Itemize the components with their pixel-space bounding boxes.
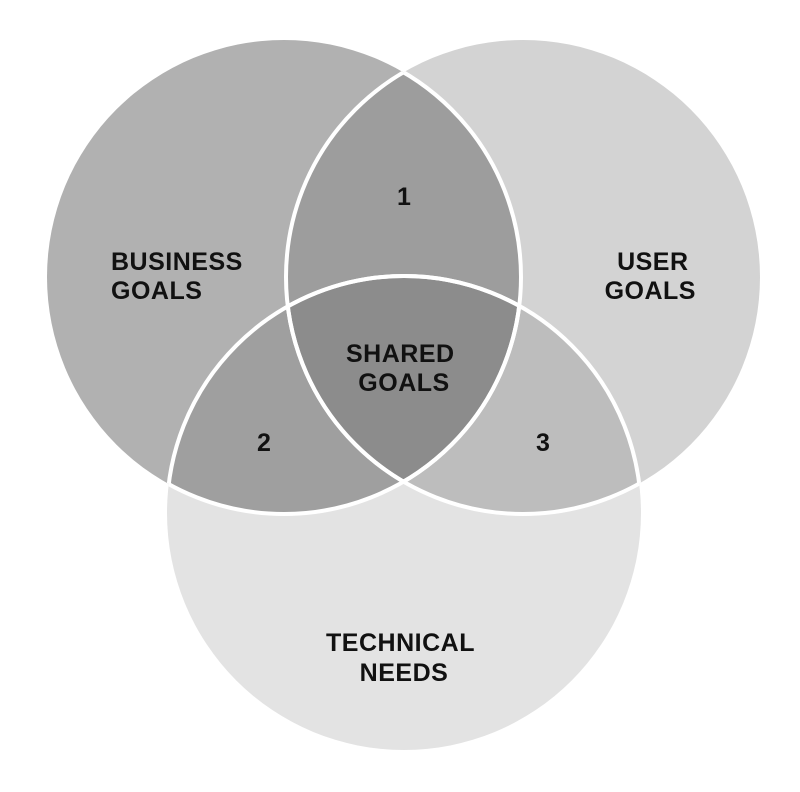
user-circle-inner-border	[284, 40, 521, 514]
user-goals-label-line-1: USER	[617, 248, 688, 276]
technical-needs-label: TECHNICAL NEEDS	[326, 629, 482, 687]
business-goals-label: BUSINESS GOALS	[111, 248, 250, 305]
shared-goals-label-line-1: SHARED	[346, 340, 455, 368]
technical-needs-label-line-2: NEEDS	[360, 659, 449, 687]
user-goals-label: USER GOALS	[605, 248, 696, 305]
overlap-label-2: 2	[257, 429, 271, 457]
overlap-label-3: 3	[536, 429, 550, 457]
business-circle-inner-border	[286, 40, 523, 514]
business-goals-label-line-1: BUSINESS	[111, 248, 243, 276]
user-goals-label-line-2: GOALS	[605, 277, 696, 305]
shared-goals-label-line-2: GOALS	[358, 369, 449, 397]
overlap-label-1: 1	[397, 183, 411, 211]
business-goals-label-line-2: GOALS	[111, 277, 202, 305]
shared-goals-label: SHARED GOALS	[346, 340, 462, 397]
technical-needs-label-line-1: TECHNICAL	[326, 629, 474, 657]
